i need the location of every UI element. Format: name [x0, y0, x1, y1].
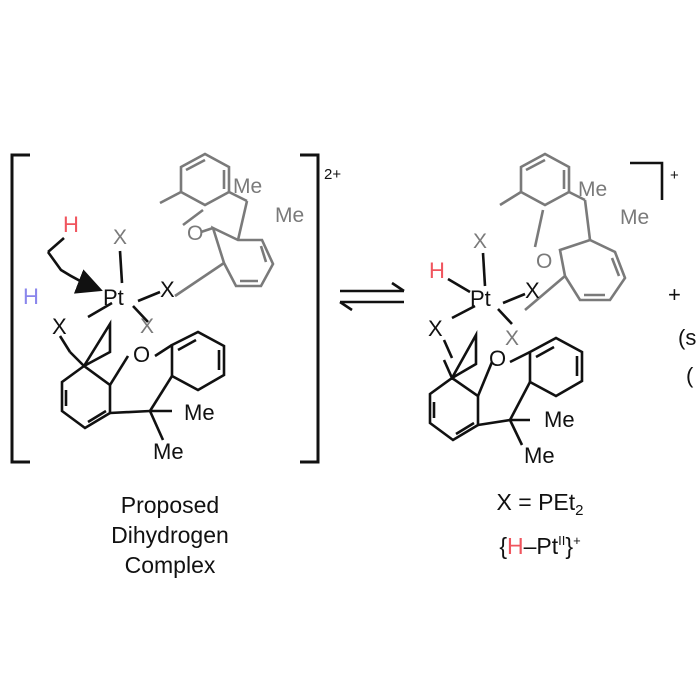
equilibrium-arrows: [339, 281, 405, 312]
left-front-x-2: X: [160, 277, 175, 302]
far-right-plus: +: [668, 282, 681, 307]
right-front-x-2: X: [525, 278, 540, 303]
right-hydride: H: [429, 258, 445, 283]
right-back-xanthene: [499, 152, 627, 311]
right-front-o: O: [489, 346, 506, 371]
left-caption-line-3: Complex: [124, 552, 216, 578]
left-caption-line-2: Dihydrogen: [111, 522, 229, 548]
left-front-xanthene: [60, 319, 226, 441]
left-pt-bonds: [58, 250, 161, 353]
right-pt: Pt: [470, 286, 491, 311]
oxidation-formula: {H–PtII}+: [440, 526, 640, 561]
right-pt-bonds: [447, 252, 526, 325]
left-h-h-bond: [47, 237, 65, 253]
left-back-x-bottom: X: [140, 315, 154, 338]
formula-open-brace: {: [499, 533, 507, 559]
ligand-definition-subscript: 2: [575, 502, 584, 519]
right-caption: X = PEt2 {H–PtII}+: [440, 487, 640, 561]
right-back-me-1: Me: [578, 178, 607, 201]
left-back-xanthene: [159, 152, 275, 298]
right-charge: +: [670, 167, 679, 184]
right-front-x: X: [428, 316, 443, 341]
far-right-fragment-1: (s: [678, 325, 696, 350]
left-back-me-2: Me: [275, 204, 304, 227]
left-h-bottom: H: [23, 284, 39, 309]
right-back-x-top: X: [473, 230, 487, 253]
right-back-o: O: [536, 250, 552, 273]
right-front-xanthene: [428, 330, 584, 446]
far-right-fragment-2: (: [686, 363, 694, 388]
right-front-me-1: Me: [544, 407, 575, 432]
left-pt: Pt: [103, 285, 124, 310]
left-caption-line-1: Proposed: [120, 492, 220, 518]
formula-metal: –Pt: [523, 533, 559, 559]
left-h-top: H: [63, 212, 79, 237]
left-bracket-close: [300, 153, 320, 464]
right-back-me-2: Me: [620, 206, 649, 229]
ligand-definition-text: X = PEt: [496, 489, 576, 515]
left-h2-arrow: [46, 251, 103, 294]
left-back-x-top: X: [113, 226, 127, 249]
left-complex: 2+ X O Me Me X: [10, 152, 341, 464]
left-bracket-open: [10, 153, 30, 464]
left-back-me-1: Me: [233, 175, 262, 198]
formula-charge: +: [573, 533, 581, 548]
left-back-o: O: [187, 222, 203, 245]
left-front-x: X: [52, 314, 67, 339]
formula-close-brace: }: [565, 533, 574, 559]
left-caption: Proposed Dihydrogen Complex: [60, 490, 280, 580]
left-front-me-2: Me: [153, 439, 184, 464]
formula-oxidation-state: II: [558, 533, 566, 548]
formula-hydride: H: [507, 533, 524, 559]
left-front-o: O: [133, 342, 150, 367]
right-back-x-bottom: X: [505, 327, 519, 350]
ligand-definition: X = PEt2: [440, 487, 640, 526]
right-front-me-2: Me: [524, 443, 555, 468]
left-charge: 2+: [324, 166, 341, 183]
right-bracket: [630, 161, 664, 200]
right-complex: + X O Me Me X: [428, 152, 679, 468]
left-front-me-1: Me: [184, 400, 215, 425]
